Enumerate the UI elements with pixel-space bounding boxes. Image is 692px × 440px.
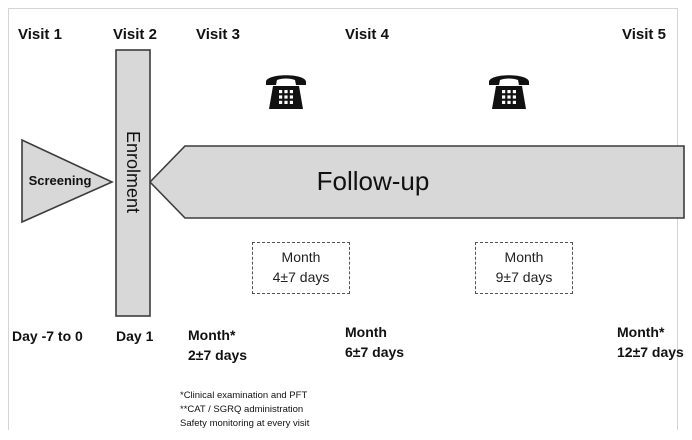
footnotes: *Clinical examination and PFT **CAT / SG… bbox=[180, 389, 309, 431]
follow-up-arrow bbox=[148, 145, 685, 219]
phone-call-box-month-9: Month 9±7 days bbox=[475, 242, 573, 294]
timepoint-visit-5-line2: 12±7 days bbox=[617, 344, 684, 360]
screening-label: Screening bbox=[28, 173, 92, 188]
phone-call-month-label: Month bbox=[504, 249, 544, 265]
phone-call-window-label: 9±7 days bbox=[495, 269, 553, 285]
timepoint-visit-4: Month 6±7 days bbox=[345, 322, 404, 362]
follow-up-label: Follow-up bbox=[316, 166, 430, 196]
timepoint-visit-4-line1: Month bbox=[345, 324, 387, 340]
timepoint-visit-4-line2: 6±7 days bbox=[345, 344, 405, 360]
timepoint-visit-5: Month* 12±7 days bbox=[617, 322, 684, 362]
telephone-icon bbox=[489, 75, 529, 109]
phone-call-window-label: 4±7 days bbox=[272, 269, 330, 285]
frame-right-line bbox=[677, 8, 678, 430]
timepoint-visit-3: Month* 2±7 days bbox=[188, 325, 247, 365]
footnote-line: Safety monitoring at every visit bbox=[180, 418, 310, 429]
telephone-icon bbox=[266, 75, 306, 109]
timepoint-visit-2: Day 1 bbox=[116, 328, 154, 344]
timepoint-visit-1: Day -7 to 0 bbox=[12, 328, 83, 344]
footnote-line: **CAT / SGRQ administration bbox=[180, 404, 304, 415]
frame-top-line bbox=[8, 8, 678, 9]
timepoint-visit-3-line2: 2±7 days bbox=[188, 347, 248, 363]
visit-1-label: Visit 1 bbox=[18, 26, 62, 43]
phone-call-month-label: Month bbox=[281, 249, 321, 265]
phone-call-box-month-4: Month 4±7 days bbox=[252, 242, 350, 294]
frame-left-line bbox=[8, 8, 9, 430]
footnote-line: *Clinical examination and PFT bbox=[180, 390, 308, 401]
timepoint-visit-5-line1: Month* bbox=[617, 324, 665, 340]
visit-3-label: Visit 3 bbox=[196, 26, 240, 43]
visit-2-label: Visit 2 bbox=[113, 26, 157, 43]
enrolment-bar bbox=[115, 49, 151, 317]
visit-4-label: Visit 4 bbox=[345, 26, 389, 43]
screening-triangle bbox=[21, 138, 114, 224]
visit-5-label: Visit 5 bbox=[622, 26, 666, 43]
enrolment-label: Enrolment bbox=[123, 130, 143, 214]
timepoint-visit-3-line1: Month* bbox=[188, 327, 236, 343]
